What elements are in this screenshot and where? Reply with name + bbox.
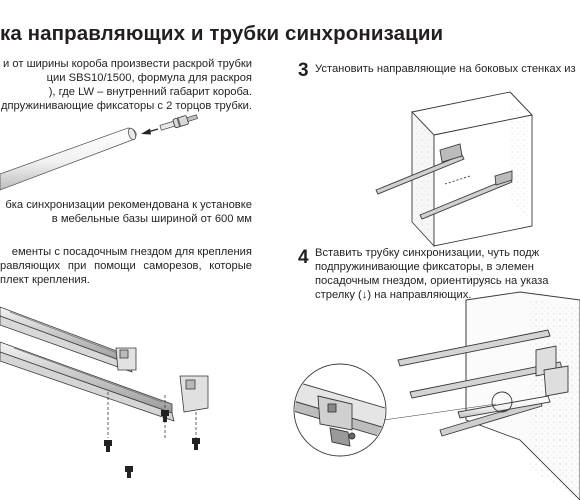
page-title: ка направляющих и трубки синхронизации <box>0 22 444 45</box>
step3-text: Установить направляющие на боковых стенк… <box>315 63 576 75</box>
step4-number: 4 <box>298 247 309 268</box>
step1-line: дпружинивающие фиксаторы с 2 торцов труб… <box>0 100 252 112</box>
note-line: бка синхронизации рекомендована к устано… <box>5 199 252 211</box>
step1-line: и от ширины короба произвести раскрой тр… <box>3 58 252 70</box>
rails-mounting-illustration <box>0 306 209 478</box>
step4-line: подпружинивающие фиксаторы, в элемен <box>315 261 534 273</box>
cabinet-box-illustration <box>375 91 533 248</box>
step4-line: Вставить трубку синхронизации, чуть подж <box>315 247 540 259</box>
step2-line: равляющих при помощи саморезов, которые <box>0 260 252 272</box>
step1-line: ), где LW – внутренний габарит короба. <box>48 86 252 98</box>
step1-line: ции SBS10/1500, формула для раскроя <box>46 72 252 84</box>
step2-line: ементы с посадочным гнездом для креплени… <box>11 246 252 258</box>
step3-number: 3 <box>298 60 309 81</box>
step2-line: плект крепления. <box>0 274 90 286</box>
note-line: в мебельные базы шириной от 600 мм <box>51 213 252 225</box>
step4-line: стрелку (↓) на направляющих. <box>315 289 472 301</box>
tube-install-illustration <box>293 291 580 500</box>
sync-tube-illustration <box>0 114 198 191</box>
step4-line: посадочным гнездом, ориентируясь на указ… <box>315 275 549 287</box>
